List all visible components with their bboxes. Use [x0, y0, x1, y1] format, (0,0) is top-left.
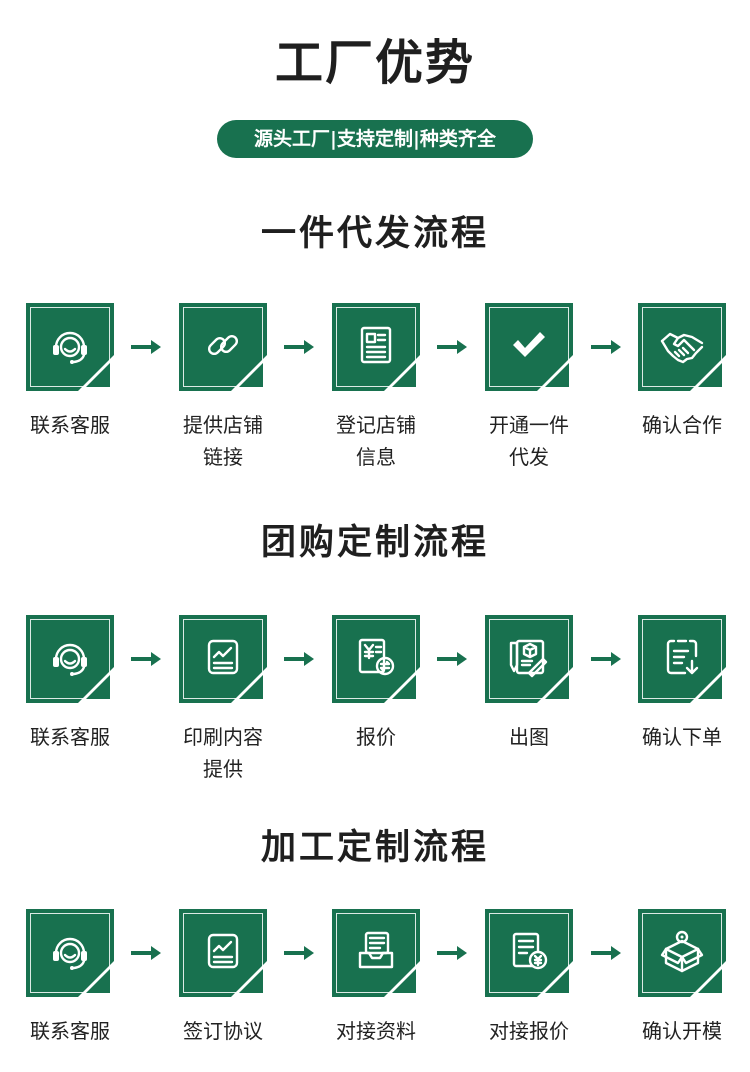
process-step: 确认下单 — [622, 615, 742, 753]
process-step: 联系客服 — [10, 909, 130, 1047]
section-title-group-buy: 团购定制流程 — [260, 523, 489, 563]
step-icon-tile — [332, 615, 420, 703]
step-icon-tile — [179, 615, 267, 703]
arrow-right-icon — [591, 651, 621, 667]
step-label: 联系客服 — [30, 725, 110, 749]
process-step: 提供店铺 链接 — [163, 303, 283, 473]
process-step: 出图 — [469, 615, 589, 753]
step-icon-tile — [485, 909, 573, 997]
step-icon-tile — [638, 303, 726, 391]
arrow-right-icon — [284, 945, 314, 961]
arrow-right-icon — [437, 651, 467, 667]
process-step: 联系客服 — [10, 303, 130, 441]
step-label: 对接报价 — [489, 1019, 569, 1043]
step-icon-tile — [179, 909, 267, 997]
process-step: 确认开模 — [622, 909, 742, 1047]
process-step: 开通一件 代发 — [469, 303, 589, 473]
step-icon-tile — [638, 909, 726, 997]
step-label: 提供店铺 链接 — [183, 413, 263, 469]
step-label: 确认开模 — [642, 1019, 722, 1043]
step-label: 联系客服 — [30, 413, 110, 437]
step-label: 印刷内容 提供 — [183, 725, 263, 781]
process-step: 签订协议 — [163, 909, 283, 1047]
arrow-right-icon — [437, 945, 467, 961]
step-icon-tile — [26, 615, 114, 703]
tagline-badge: 源头工厂|支持定制|种类齐全 — [217, 120, 533, 158]
process-step: 确认合作 — [622, 303, 742, 441]
process-step: 对接资料 — [316, 909, 436, 1047]
step-label: 开通一件 代发 — [489, 413, 569, 469]
step-label: 确认下单 — [642, 725, 722, 749]
step-icon-tile — [26, 303, 114, 391]
arrow-right-icon — [284, 651, 314, 667]
step-label: 报价 — [356, 725, 396, 749]
arrow-right-icon — [591, 339, 621, 355]
step-icon-tile — [638, 615, 726, 703]
arrow-right-icon — [591, 945, 621, 961]
process-step: 印刷内容 提供 — [163, 615, 283, 785]
step-label: 联系客服 — [30, 1019, 110, 1043]
process-step: 报价 — [316, 615, 436, 753]
process-step: 联系客服 — [10, 615, 130, 753]
arrow-right-icon — [437, 339, 467, 355]
section-title-processing: 加工定制流程 — [260, 828, 489, 868]
arrow-right-icon — [284, 339, 314, 355]
step-label: 对接资料 — [336, 1019, 416, 1043]
step-label: 确认合作 — [642, 413, 722, 437]
section-title-dropship: 一件代发流程 — [260, 214, 489, 254]
page-title: 工厂优势 — [274, 35, 475, 91]
step-icon-tile — [485, 303, 573, 391]
process-step: 对接报价 — [469, 909, 589, 1047]
step-icon-tile — [485, 615, 573, 703]
step-icon-tile — [332, 909, 420, 997]
step-icon-tile — [179, 303, 267, 391]
step-label: 登记店铺 信息 — [336, 413, 416, 469]
process-step: 登记店铺 信息 — [316, 303, 436, 473]
arrow-right-icon — [131, 945, 161, 961]
step-icon-tile — [26, 909, 114, 997]
arrow-right-icon — [131, 339, 161, 355]
step-icon-tile — [332, 303, 420, 391]
step-label: 出图 — [509, 725, 549, 749]
arrow-right-icon — [131, 651, 161, 667]
step-label: 签订协议 — [183, 1019, 263, 1043]
